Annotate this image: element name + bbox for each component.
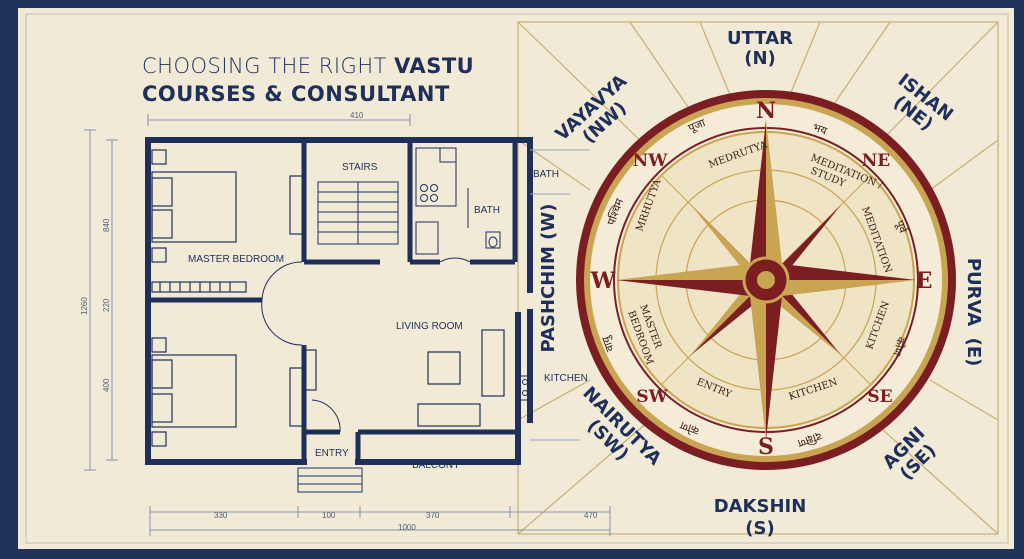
letter-e: E [916,268,933,294]
dim-left-upper: 840 [102,218,111,232]
compass-center-dot [757,271,775,289]
door-arcs [261,257,471,433]
deva-nw: वायु [599,334,617,354]
stairs [317,181,399,245]
dir-east-name: PURVA [963,258,984,326]
label-bath-lower: BATH [474,205,500,216]
dim-bottom-4: 470 [584,511,598,520]
title-line-2: COURSES & CONSULTANT [142,82,450,106]
floor-plan: STAIRS BATH BATH MASTER BEDROOM LIVING R… [80,111,611,536]
deva-e: पूर्व [892,219,910,236]
vastu-compass: N S E W NE NW SE SW पूजा भय पूर्व कोण दक… [576,90,956,470]
title-line-1-bold: VASTU [394,54,475,78]
dir-east-code: (E) [963,338,984,367]
dir-north-name: UTTAR [727,28,793,49]
exterior-walls [145,137,533,465]
letter-w: W [590,268,616,294]
letter-se: SE [867,387,892,407]
dimension-lines [84,114,611,536]
dir-west: PASHCHIM (W) [538,204,559,353]
label-stairs: STAIRS [342,162,378,173]
entry-steps [297,467,363,493]
bath-outline [530,149,590,441]
label-living-room: LIVING ROOM [396,321,463,332]
dim-bottom-2: 100 [322,511,336,520]
dim-left-lower: 400 [102,378,111,392]
dim-bottom-3: 370 [426,511,440,520]
title-line-1-plain: CHOOSING THE RIGHT [142,54,395,78]
letter-n: N [756,98,776,124]
letter-ne: NE [862,151,891,171]
compass-star-cardinal [616,120,916,440]
dim-bottom-1: 330 [214,511,228,520]
kitchen-fixtures [415,147,531,401]
title-line-1: CHOOSING THE RIGHT VASTU [142,54,474,78]
letter-s: S [758,434,774,460]
letter-nw: NW [633,151,669,171]
compass-grid [517,21,999,535]
dimension-labels: 410 1260 840 220 400 330 100 370 470 100… [80,111,598,532]
dir-north-code: (N) [744,48,776,69]
dir-south-name: DAKSHIN [714,496,807,517]
room-labels: STAIRS BATH BATH MASTER BEDROOM LIVING R… [188,162,588,471]
page-title: CHOOSING THE RIGHT VASTU COURSES & CONSU… [142,54,474,106]
deva-se: कोण [890,335,908,358]
dim-top: 410 [350,111,364,120]
label-entry: ENTRY [315,448,349,459]
inner-border [25,13,1009,544]
dim-bottom-total: 1000 [398,523,416,532]
dim-left-mid: 220 [102,298,111,312]
compass-letters: N S E W NE NW SE SW [590,98,933,460]
label-kitchen: KITCHEN [544,373,588,384]
letter-sw: SW [636,387,668,407]
label-balcony: BALCONY [412,460,460,471]
dir-south-code: (S) [745,518,774,539]
label-master-bedroom: MASTER BEDROOM [188,254,284,265]
beds [151,149,305,447]
dim-left-total: 1260 [80,297,89,315]
living-furniture [303,329,505,427]
deva-ne: भय [811,121,829,138]
label-bath-upper: BATH [533,169,559,180]
